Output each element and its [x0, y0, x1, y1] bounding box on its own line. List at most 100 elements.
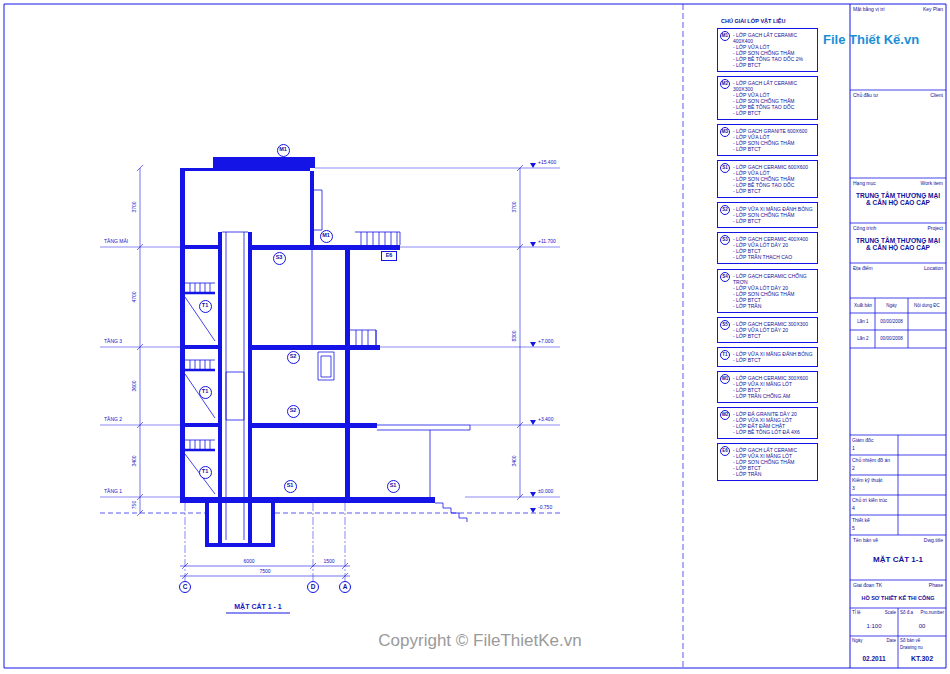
title-block-cell: Xuất bảnNgàyNội dung ĐCLần 100/00/2008Lầ…: [850, 298, 946, 348]
title-block-text: Công trình: [853, 226, 911, 232]
callout-number: W1: [720, 374, 730, 384]
title-block-text: 5: [852, 526, 862, 532]
material-layer-box: E6- LỚP GẠCH LÁT CERAMIC- LỚP VỮA XI MĂN…: [717, 443, 818, 481]
material-layer-note: - LỚP SƠN CHỐNG THẤM: [733, 291, 815, 297]
material-layer-note: - LỚP GẠCH GRANITE 600X600: [733, 128, 815, 134]
structure-cut: [180, 157, 435, 547]
title-block-text: Key Plan: [888, 7, 943, 13]
callout-number: T1: [202, 469, 208, 475]
title-block-text: Tên bản vẽ: [853, 538, 911, 544]
material-layer-note: - LỚP BTCT: [733, 248, 815, 254]
title-block-text: Hạng mục: [853, 181, 911, 187]
title-block-text: TRUNG TÂM THƯƠNG MẠI & CĂN HỘ CAO CẤP: [853, 237, 943, 252]
material-layer-note: - LỚP VỮA XI MĂNG LÓT: [733, 381, 815, 387]
material-layer-note: - LỚP VỮA XI MĂNG ĐÁNH BÓNG: [733, 206, 815, 212]
material-layer-note: - LỚP GẠCH LÁT CERAMIC 400X400: [733, 32, 815, 44]
callout-number: M1: [322, 233, 330, 239]
material-layer-box: M3- LỚP GẠCH GRANITE 600X600- LỚP VỮA LÓ…: [717, 124, 818, 156]
material-layer-note: - LỚP SƠN CHỐNG THẤM: [733, 140, 815, 146]
callout-number: S1: [287, 483, 294, 489]
title-block-cell: Chủ đầu tưClient: [850, 90, 946, 178]
building-detail: [185, 190, 470, 540]
title-block-text: TRUNG TÂM THƯƠNG MẠI & CĂN HỘ CAO CẤP: [853, 192, 943, 207]
elevation: +15.400: [538, 160, 556, 165]
ground-line: [100, 513, 560, 514]
watermark: Copyright © FileThietKe.vn: [378, 632, 581, 649]
callout-number: M3: [720, 127, 730, 137]
elevation: +11.700: [538, 239, 556, 244]
material-layer-note: - LỚP GẠCH CERAMIC 300X300: [733, 321, 815, 327]
title-block-text: Date: [852, 638, 896, 643]
title-block-text: Giai đoạn TK: [853, 583, 911, 589]
title-block-text: Chủ đầu tư: [853, 93, 911, 99]
title-block-text: Xuất bản: [851, 303, 875, 308]
material-layer-note: - LỚP BTCT: [733, 218, 815, 224]
grid-bubble: A: [339, 581, 351, 593]
callout-number: E6: [720, 446, 730, 456]
material-layer-note: - LỚP BTCT: [733, 146, 815, 152]
material-layer-box: M2- LỚP GẠCH LÁT CERAMIC 300X300- LỚP VỮ…: [717, 76, 818, 120]
material-layer-note: - LỚP BTCT: [733, 188, 815, 194]
material-layer-note: - LỚP SƠN CHỐNG THẤM: [733, 50, 815, 56]
title-block-text: Thiết kế: [852, 518, 896, 524]
title-underline: [226, 613, 290, 614]
title-block-text: Client: [888, 93, 943, 99]
title-block-text: HỒ SƠ THIẾT KẾ THI CÔNG: [853, 595, 943, 601]
material-layer-note: - LỚP TRẦN CHỐNG ẨM: [733, 393, 815, 399]
callout-tag: S2: [287, 351, 300, 364]
callout-number: S3: [720, 235, 730, 245]
title-block-text: Lần 1: [851, 319, 875, 324]
title-block-text: Drawing no: [900, 645, 944, 650]
title-block-text: 1: [852, 446, 862, 452]
callout-tag: S3: [273, 252, 286, 265]
title-block-text: Ngày: [875, 303, 908, 308]
material-layer-note: - LỚP VỮA LÓT: [733, 92, 815, 98]
material-layer-box: M1- LỚP GẠCH LÁT CERAMIC 400X400- LỚP VỮ…: [717, 28, 818, 72]
title-block-text: Location: [888, 266, 943, 272]
material-layer-note: - LỚP GẠCH CERAMIC CHỐNG TRƠN: [733, 273, 815, 285]
material-layer-note: - LỚP GẠCH CERAMIC 600X600: [733, 164, 815, 170]
material-layer-note: - LỚP VỮA XI MĂNG ĐÁNH BÓNG: [733, 351, 815, 357]
callout-number: S4: [720, 272, 730, 282]
material-layer-note: - LỚP BTCT: [733, 110, 815, 116]
callout-tag: T1: [199, 466, 212, 479]
callout-number: E6: [386, 253, 393, 259]
material-layer-note: - LỚP BTCT: [733, 465, 815, 471]
grid-axis-label: C: [183, 584, 188, 591]
callout-number: S2: [290, 408, 297, 414]
grid-bubble: D: [307, 581, 319, 593]
title-block-text: MẶT CẮT 1-1: [853, 555, 943, 564]
title-block-cell: Tỉ lệScaleSố đ.aPro.number1:10000: [850, 608, 946, 636]
title-block-text: Số bản vẽ: [900, 638, 944, 643]
legend-heading: CHÚ GIẢI LỚP VẬT LIỆU: [717, 15, 818, 24]
title-block-text: Dwg.title: [888, 538, 943, 544]
callout-number: W2: [720, 410, 730, 420]
material-layer-note: - LỚP TRẦN THẠCH CAO: [733, 254, 815, 260]
material-layer-box: S2- LỚP VỮA XI MĂNG ĐÁNH BÓNG- LỚP SƠN C…: [717, 202, 818, 228]
title-block-text: Địa điểm: [853, 266, 911, 272]
title-block-text: Mặt bằng vị trí: [853, 7, 911, 13]
material-layer-note: - LỚP BTCT: [733, 387, 815, 393]
title-block-text: 00/00/2008: [875, 336, 908, 341]
callout-number: S1: [720, 163, 730, 173]
title-block-cell: Giai đoạn TKPhaseHỒ SƠ THIẾT KẾ THI CÔNG: [850, 580, 946, 608]
material-layer-note: - LỚP VỮA XI MĂNG LÓT: [733, 453, 815, 459]
sheet-divider: [683, 4, 684, 668]
title-block-cell: Giám đốc1Chủ nhiệm đồ án2Kiểm kỹ thuật3C…: [850, 435, 946, 535]
material-layer-note: - LỚP SƠN CHỐNG THẤM: [733, 98, 815, 104]
dimension: 3600: [132, 380, 137, 391]
stair-landing: [185, 293, 215, 450]
dimension: 4700: [132, 291, 137, 302]
callout-tag: S1: [284, 480, 297, 493]
dimension: 750: [132, 501, 137, 509]
callout-tag: T1: [199, 386, 212, 399]
dimension: 8300: [512, 330, 517, 341]
material-layer-box: W2- LỚP ĐÁ GRANITE DÀY 20- LỚP VỮA XI MĂ…: [717, 407, 818, 439]
level-name: TẦNG MÁI: [104, 239, 128, 244]
title-block-text: Work item: [888, 181, 943, 187]
dimension: 6000: [243, 559, 254, 564]
material-layer-note: - LỚP BÊ TÔNG LÓT ĐÁ 4X6: [733, 429, 815, 435]
level-line: [100, 168, 560, 497]
material-layer-note: - LỚP BTCT: [733, 333, 815, 339]
callout-tag: S2: [287, 405, 300, 418]
